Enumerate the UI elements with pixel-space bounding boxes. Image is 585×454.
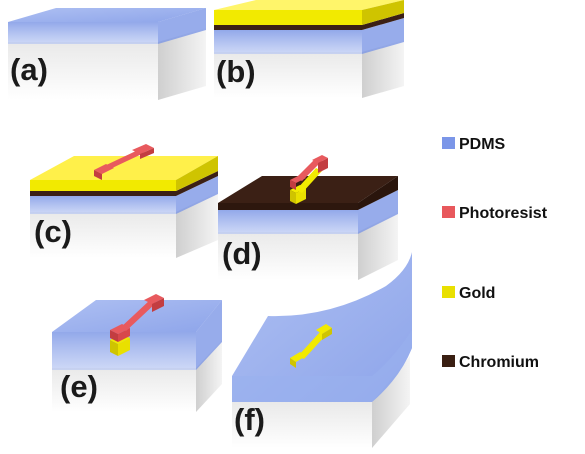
substrate-front — [8, 42, 158, 100]
pdms-front — [8, 22, 158, 44]
pdms-front — [30, 196, 176, 214]
legend-swatch-chromium — [442, 355, 455, 367]
pdms-side — [358, 190, 398, 234]
gold-photoresist-pattern — [110, 294, 164, 356]
substrate-side — [196, 340, 222, 412]
panel-b: (b) — [214, 0, 404, 98]
legend: PDMS Photoresist Gold Chromium — [442, 136, 548, 371]
panel-label-f: (f) — [234, 402, 265, 437]
pdms-front — [218, 210, 358, 234]
legend-swatch-pdms — [442, 137, 455, 149]
panel-label-e: (e) — [60, 369, 98, 404]
substrate-front — [218, 232, 358, 280]
legend-label-gold: Gold — [459, 285, 495, 302]
pdms-front — [214, 30, 362, 54]
substrate-side — [362, 40, 404, 98]
chromium-front — [30, 191, 176, 196]
legend-item-chromium: Chromium — [442, 354, 539, 371]
pdms-side — [196, 300, 222, 370]
panel-e: (e) — [52, 294, 222, 412]
pdms-side — [158, 8, 206, 44]
panel-d: (d) — [218, 155, 398, 280]
panel-label-d: (d) — [222, 236, 262, 271]
pdms-side — [176, 176, 218, 214]
legend-label-photoresist: Photoresist — [459, 205, 548, 222]
legend-swatch-photoresist — [442, 206, 455, 218]
chromium-front — [214, 25, 362, 30]
gold-side — [362, 0, 404, 25]
panel-a: (a) — [8, 8, 206, 100]
panel-f: (f) — [232, 252, 412, 448]
photoresist-pattern — [94, 144, 154, 180]
gold-side — [176, 156, 218, 191]
legend-label-pdms: PDMS — [459, 136, 506, 153]
chromium-top — [218, 176, 398, 203]
legend-swatch-gold — [442, 286, 455, 298]
substrate-front — [52, 368, 196, 412]
gold-pattern — [290, 324, 332, 368]
legend-label-chromium: Chromium — [459, 354, 539, 371]
substrate-front — [214, 52, 362, 98]
panel-label-c: (c) — [34, 214, 72, 249]
panel-label-a: (a) — [10, 52, 48, 87]
gold-photoresist-pattern — [290, 155, 328, 204]
legend-item-photoresist: Photoresist — [442, 205, 548, 222]
gold-top — [214, 0, 404, 10]
substrate-side — [372, 356, 410, 448]
chromium-front — [218, 203, 358, 210]
gold-front — [30, 180, 176, 191]
chromium-side — [362, 13, 404, 30]
chromium-side — [358, 176, 398, 210]
pdms-top — [8, 8, 206, 22]
gold-front — [214, 10, 362, 25]
panel-c: (c) — [30, 144, 218, 258]
chromium-side — [176, 171, 218, 196]
substrate-front — [232, 402, 372, 448]
substrate-front — [30, 212, 176, 258]
panel-label-b: (b) — [216, 54, 256, 89]
legend-item-gold: Gold — [442, 285, 495, 302]
pdms-curved-front — [232, 330, 412, 402]
substrate-side — [158, 28, 206, 100]
legend-item-pdms: PDMS — [442, 136, 506, 153]
gold-top — [30, 156, 218, 180]
